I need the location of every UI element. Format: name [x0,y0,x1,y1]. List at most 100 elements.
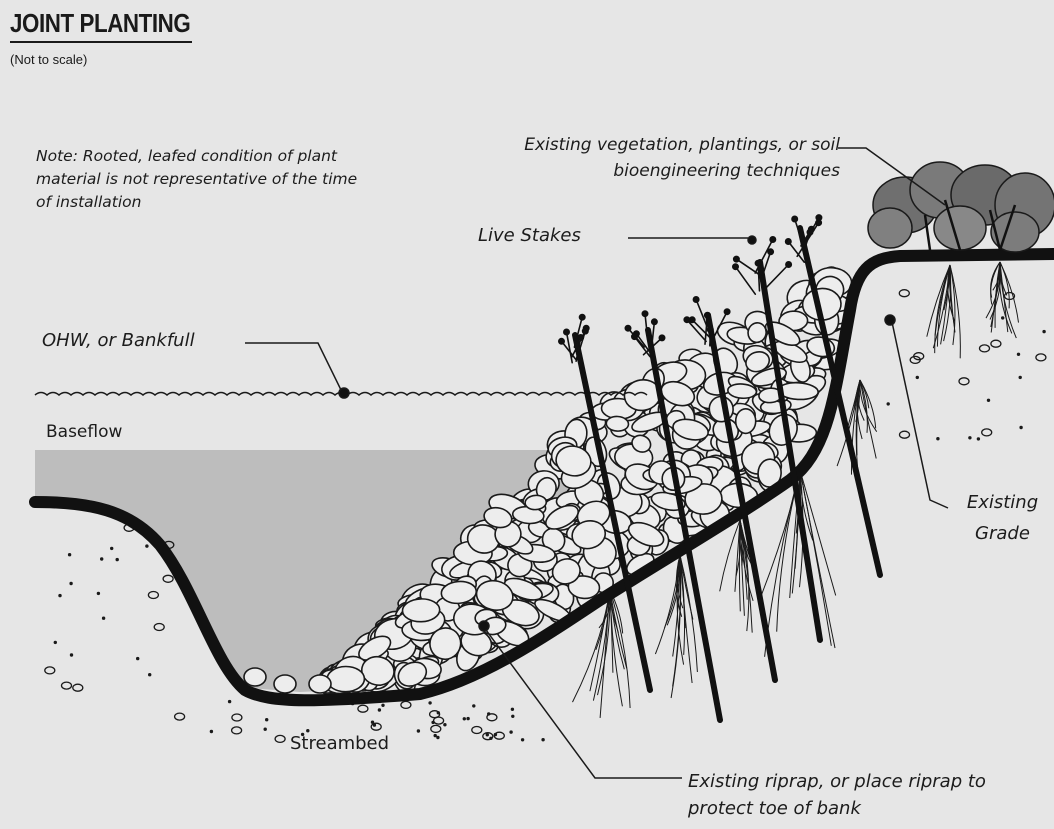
baseflow-label: Baseflow [46,422,122,442]
stake-bud [704,312,710,318]
ohw-label: OHW, or Bankfull [42,330,195,351]
soil-speck [511,708,514,711]
soil-speck [371,723,381,730]
soil-speck [54,641,57,644]
existing-vegetation-shrubs [868,162,1054,252]
soil-speck [472,704,475,707]
soil-speck [463,717,466,720]
soil-speck [97,592,100,595]
riprap-rock [402,598,440,622]
soil-speck [1036,354,1046,361]
soil-speck [466,717,469,720]
stake-bud [684,317,690,323]
stake-bud [770,237,776,243]
stake-bud [792,216,798,222]
soil-speck [486,733,489,736]
soil-speck [968,436,971,439]
soil-speck [148,673,151,676]
soil-speck [1042,330,1045,333]
riprap-rock [274,675,296,693]
soil-speck [275,735,285,742]
soil-speck [436,736,439,739]
soil-speck [472,727,482,734]
stake-bud [651,319,657,325]
soil-speck [900,431,910,438]
stake-bud [724,309,730,315]
soil-speck [991,340,1001,347]
stake-bud [579,314,585,320]
stake-bud [733,256,739,262]
soil-speck [428,701,431,704]
stake-bud [707,327,713,333]
soil-speck [443,723,446,726]
riprap-rock [525,495,547,511]
soil-speck [148,592,158,599]
soil-speck [210,730,213,733]
soil-speck [232,727,242,734]
soil-speck [982,429,992,436]
stake-twig [764,265,789,291]
soil-speck [916,376,919,379]
soil-speck [977,437,980,440]
stake-bud [578,335,584,341]
soil-speck [378,708,381,711]
soil-speck [358,705,368,712]
soil-speck [1019,426,1022,429]
soil-speck [489,737,492,740]
soil-speck [264,728,267,731]
soil-speck [306,729,309,732]
soil-speck [163,575,173,582]
vegetation-label: Existing vegetation, plantings, or soil … [470,132,840,184]
soil-speck [73,684,83,691]
soil-speck [371,721,374,724]
soil-speck [487,712,490,715]
page-title: JOINT PLANTING [10,8,190,39]
soil-speck [116,558,119,561]
soil-speck [417,729,420,732]
riprap-rock [327,666,365,692]
soil-speck [431,725,441,732]
stake-bud [816,215,822,221]
soil-speck [69,582,72,585]
soil-speck [265,718,268,721]
streambed-label: Streambed [290,733,389,754]
soil-speck [228,700,231,703]
stake-bud [642,311,648,317]
soil-speck [70,653,73,656]
stake-twig [567,332,573,363]
riprap-rock [606,416,629,432]
soil-speck [980,345,990,352]
soil-speck [110,547,113,550]
page-subtitle: (Not to scale) [10,52,87,67]
stake-bud [559,338,565,344]
stake-bud [625,325,631,331]
soil-speck [58,594,61,597]
live-stakes-label: Live Stakes [478,225,581,246]
soil-speck [1019,376,1022,379]
soil-speck [987,399,990,402]
title-underline [10,41,192,43]
stake-bud [582,328,588,334]
stake-bud [564,329,570,335]
soil-speck [62,682,72,689]
soil-speck [154,624,164,631]
soil-speck [494,733,497,736]
soil-speck [102,617,105,620]
root-strand [600,590,610,718]
soil-speck [511,715,514,718]
soil-speck [521,738,524,741]
stake-bud [693,297,699,303]
soil-speck [541,738,544,741]
riprap-label: Existing riprap, or place riprap to prot… [688,768,1048,822]
stake-bud [733,264,739,270]
root-strand [860,380,876,459]
riprap-rock [309,675,331,693]
soil-speck [232,714,242,721]
stake-bud [659,335,665,341]
soil-speck [145,544,148,547]
soil-speck [887,402,890,405]
soil-speck [1017,353,1020,356]
existing-grade-label: Existing Grade [955,487,1050,549]
